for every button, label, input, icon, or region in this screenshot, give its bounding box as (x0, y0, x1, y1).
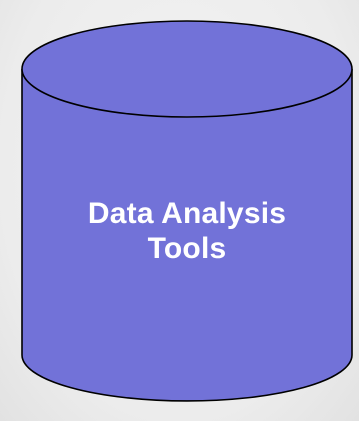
cylinder-label: Data Analysis Tools (22, 196, 352, 266)
cylinder-top (21, 20, 353, 118)
cylinder-label-line-1: Data Analysis (87, 197, 287, 230)
cylinder-label-line-2: Tools (147, 232, 227, 265)
cylinder-body (21, 69, 353, 402)
